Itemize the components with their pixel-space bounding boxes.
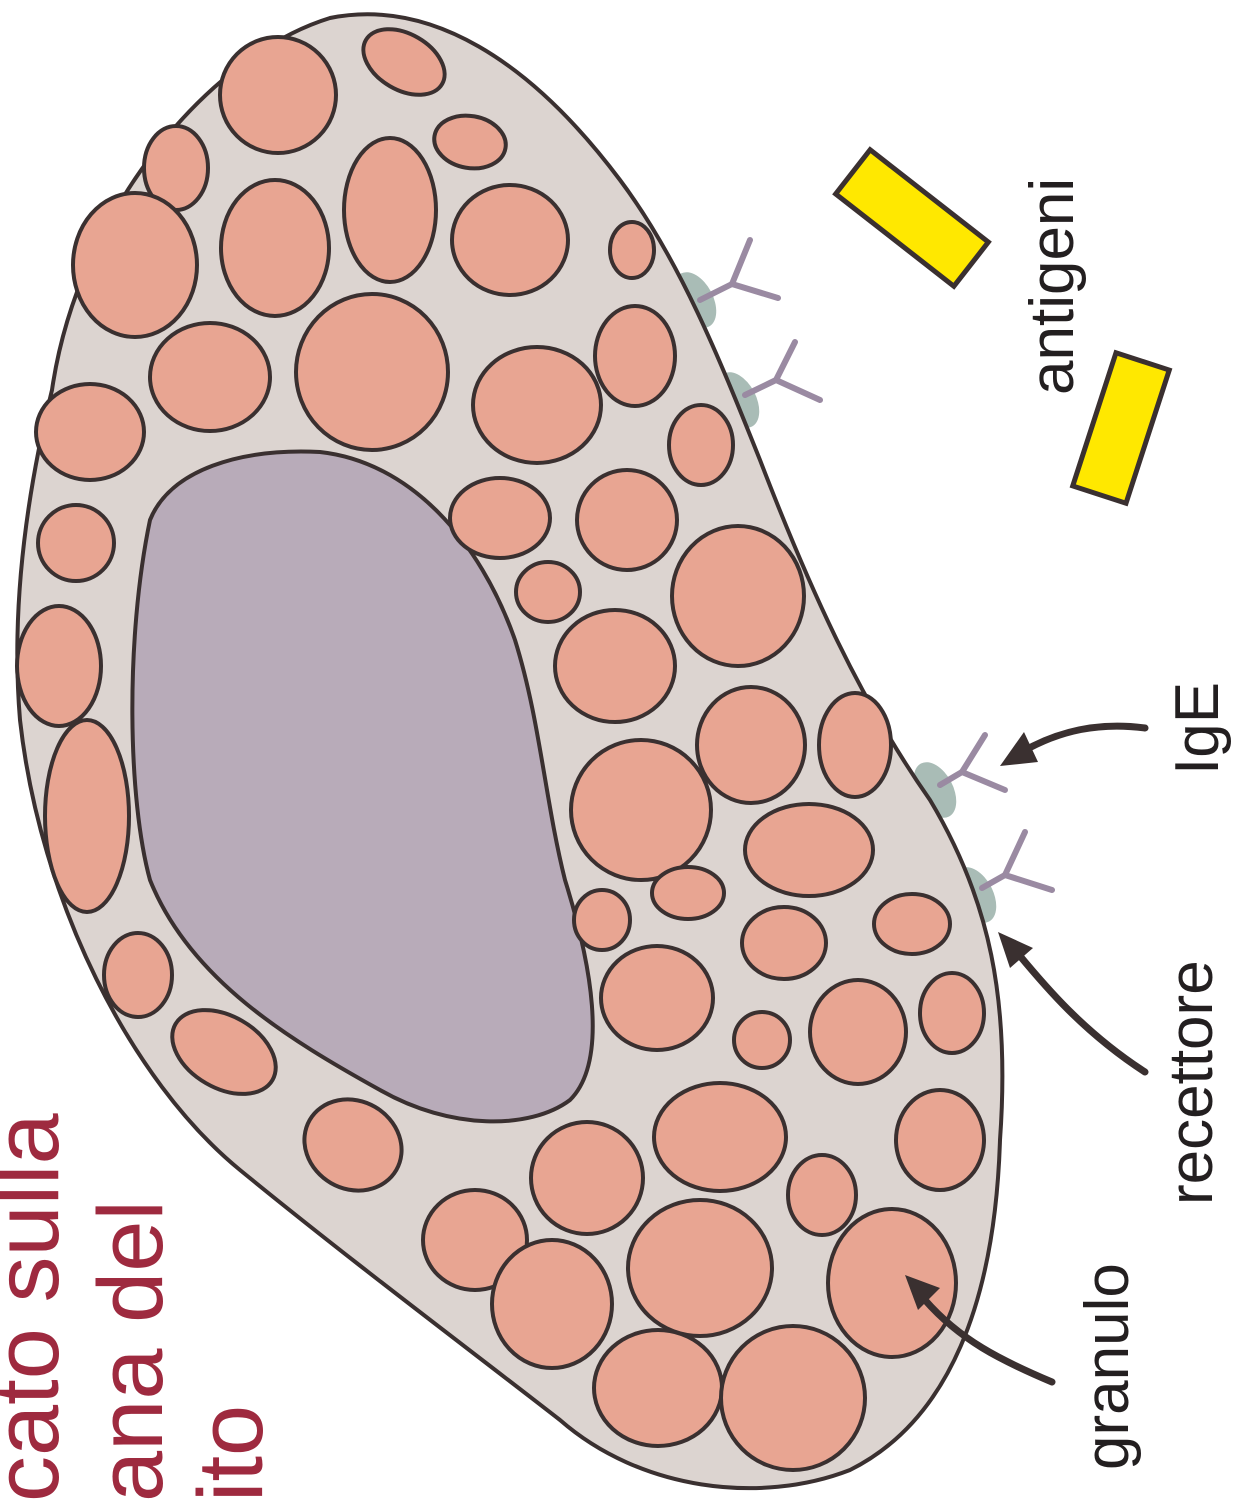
ige-arrow (1022, 726, 1145, 752)
granule (595, 306, 675, 406)
granule (610, 222, 654, 278)
antigens-label: antigeni (1018, 178, 1087, 395)
ige-antibody (940, 735, 1005, 790)
ige-antibody (982, 832, 1052, 890)
granule (150, 323, 270, 431)
granule (36, 384, 144, 480)
granule-label: granulo (1073, 1263, 1142, 1470)
granule (45, 720, 129, 912)
granule (721, 1326, 865, 1470)
granule (594, 1330, 722, 1446)
granule (810, 980, 906, 1084)
granule (473, 347, 601, 463)
granule (344, 138, 436, 282)
granule (896, 1090, 984, 1190)
granule (574, 890, 630, 950)
granule (577, 470, 677, 570)
antigen-group (836, 150, 1170, 503)
granule (672, 526, 804, 666)
granule (601, 946, 713, 1050)
granule (745, 804, 873, 896)
granule (669, 405, 733, 485)
granule (17, 606, 101, 726)
ige-antibody (745, 342, 820, 400)
ige-antibody (700, 240, 778, 300)
receptor-arrow (1015, 950, 1145, 1072)
granule (734, 1012, 790, 1068)
granule (38, 505, 114, 581)
antigen (836, 150, 989, 286)
granule (654, 1083, 786, 1191)
granule (452, 185, 568, 295)
caption-line-2: ana del (80, 1200, 182, 1502)
granule (874, 894, 950, 954)
granule (828, 1209, 956, 1357)
granule (652, 867, 724, 919)
granule (492, 1240, 612, 1368)
granule (920, 973, 984, 1053)
granule (819, 693, 891, 797)
caption-line-1: cato sulla (0, 1113, 78, 1502)
granule (555, 610, 675, 722)
ige-label: IgE (1163, 682, 1232, 775)
receptor-label: recettore (1157, 960, 1226, 1205)
granule (531, 1122, 643, 1234)
granule (220, 37, 336, 153)
granule (516, 562, 580, 622)
granule (628, 1200, 772, 1336)
granule (571, 740, 711, 880)
granule (221, 180, 329, 316)
caption-line-3: ito (180, 1405, 282, 1502)
granule (73, 193, 197, 337)
granule (450, 478, 550, 558)
granule (104, 933, 172, 1017)
granule (742, 907, 826, 979)
granule (697, 687, 805, 803)
antigen (1073, 353, 1170, 503)
granule (788, 1155, 856, 1235)
granule (296, 294, 448, 450)
